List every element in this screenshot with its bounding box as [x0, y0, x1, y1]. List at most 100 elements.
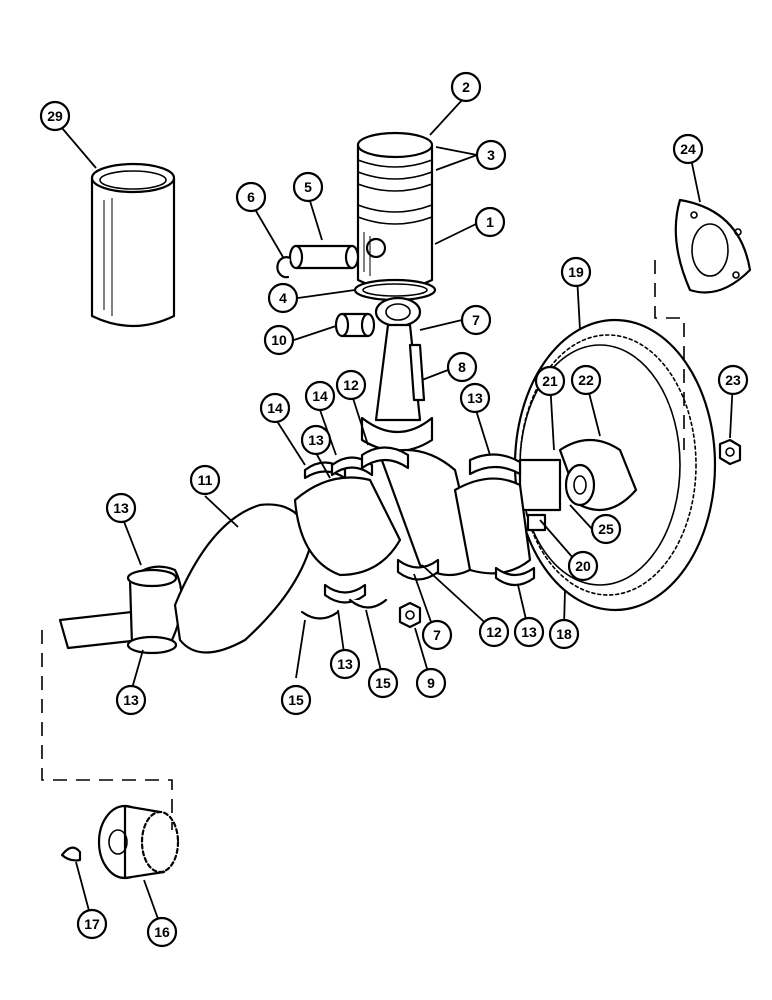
callout-ring	[105, 492, 137, 524]
callout-ring	[415, 667, 447, 699]
callout-number: 5	[304, 179, 312, 195]
callout-ring	[189, 464, 221, 496]
bushing-part	[334, 312, 376, 338]
callout-ring	[267, 282, 299, 314]
callout-c13f: 13	[115, 684, 147, 716]
callout-number: 6	[247, 189, 255, 205]
callout-ring	[292, 171, 324, 203]
callout-ring	[235, 181, 267, 213]
nut-part	[718, 438, 742, 466]
callout-number: 15	[288, 692, 304, 708]
callout-c13e: 13	[329, 648, 361, 680]
callout-ring	[263, 324, 295, 356]
retaining-ring-part	[353, 278, 437, 302]
callout-number: 8	[458, 359, 466, 375]
callout-ring	[478, 616, 510, 648]
connecting-rod-part	[360, 296, 434, 452]
callout-c8: 8	[446, 351, 478, 383]
callout-ring	[548, 618, 580, 650]
callout-ring	[459, 382, 491, 414]
callout-number: 14	[267, 400, 283, 416]
callout-ring	[460, 304, 492, 336]
callout-number: 14	[312, 388, 328, 404]
callout-ring	[474, 206, 506, 238]
callout-c10: 10	[263, 324, 295, 356]
callout-c12a: 12	[335, 369, 367, 401]
callout-number: 25	[598, 521, 614, 537]
callout-number: 7	[472, 312, 480, 328]
callout-number: 13	[113, 500, 129, 516]
callout-c18: 20	[567, 550, 599, 582]
callout-c3: 3	[475, 139, 507, 171]
callout-number: 11	[198, 472, 213, 488]
woodruff-key-part	[60, 846, 82, 862]
callout-number: 13	[123, 692, 139, 708]
callout-number: 1	[486, 214, 494, 230]
callout-number: 12	[343, 377, 359, 393]
callout-ring	[259, 392, 291, 424]
callout-number: 13	[337, 656, 353, 672]
callout-ring	[475, 139, 507, 171]
callout-number: 12	[486, 624, 502, 640]
callout-number: 19	[568, 264, 584, 280]
callout-c14a: 14	[259, 392, 291, 424]
callout-c25: 17	[76, 908, 108, 940]
callout-c11: 11	[189, 464, 221, 496]
piston-part	[356, 131, 434, 290]
callout-ring	[450, 71, 482, 103]
callout-c23: 25	[590, 513, 622, 545]
callout-c15a: 15	[280, 684, 312, 716]
callout-number: 9	[427, 675, 435, 691]
callout-ring	[421, 619, 453, 651]
callout-c15b: 15	[367, 667, 399, 699]
callout-c29: 29	[39, 100, 71, 132]
callout-number: 24	[680, 141, 696, 157]
callout-ring	[39, 100, 71, 132]
callout-c5: 5	[292, 171, 324, 203]
callout-number: 13	[467, 390, 483, 406]
callout-number: 20	[575, 558, 591, 574]
callout-ring	[146, 916, 178, 948]
piston-pin-part	[288, 244, 360, 270]
callout-c16: 18	[548, 618, 580, 650]
callout-c7a: 7	[460, 304, 492, 336]
rod-nut-part	[398, 601, 422, 629]
callout-c24: 16	[146, 916, 178, 948]
callout-ring	[570, 364, 602, 396]
callout-c22: 24	[672, 133, 704, 165]
callout-number: 22	[578, 372, 594, 388]
callout-ring	[367, 667, 399, 699]
callout-number: 16	[154, 924, 170, 940]
callout-number: 2	[462, 79, 470, 95]
callout-ring	[329, 648, 361, 680]
callout-c17: 19	[560, 256, 592, 288]
callout-c6: 6	[235, 181, 267, 213]
callout-number: 13	[521, 624, 537, 640]
callout-c20: 22	[570, 364, 602, 396]
callout-ring	[560, 256, 592, 288]
alignment-lines	[41, 260, 685, 830]
callout-number: 7	[433, 627, 441, 643]
callout-number: 29	[47, 108, 63, 124]
callout-c13d: 13	[513, 616, 545, 648]
callout-ring	[446, 351, 478, 383]
callout-ring	[115, 684, 147, 716]
callout-ring	[534, 365, 566, 397]
callout-number: 3	[487, 147, 495, 163]
seal-retainer-part	[674, 198, 752, 294]
callout-c13c: 13	[105, 492, 137, 524]
callout-c12b: 12	[478, 616, 510, 648]
callout-c19: 21	[534, 365, 566, 397]
main-bearing-shells-part	[303, 446, 522, 480]
lower-bearing-shells-part	[300, 558, 536, 620]
timing-gear-part	[97, 804, 180, 880]
callout-number: 15	[375, 675, 391, 691]
callout-ring	[717, 364, 749, 396]
callout-c2: 2	[450, 71, 482, 103]
callout-c9: 9	[415, 667, 447, 699]
callout-ring	[280, 684, 312, 716]
callout-c14b: 14	[304, 380, 336, 412]
callout-number: 17	[84, 916, 100, 932]
